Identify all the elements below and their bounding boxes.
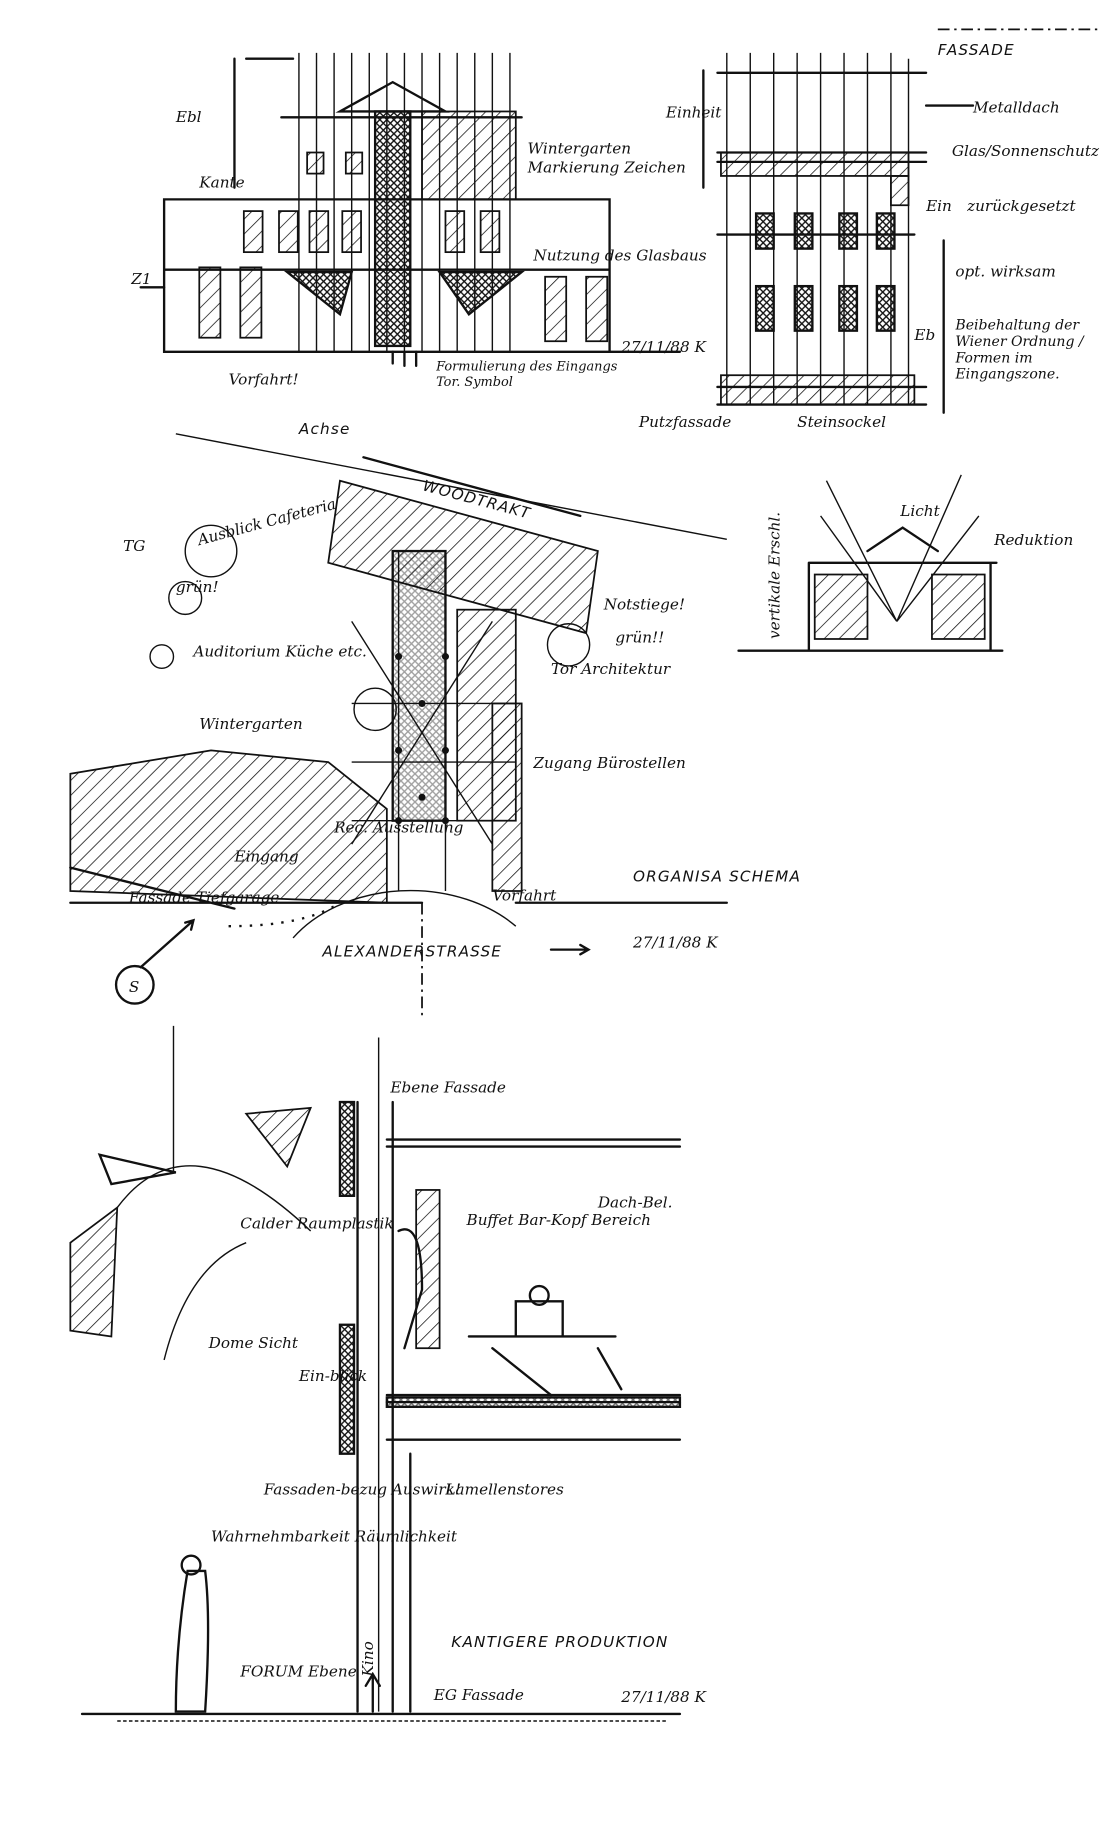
label-ebene-fassade: Ebene Fassade xyxy=(389,1079,506,1097)
label-putzfassade: Putzfassade xyxy=(638,413,731,431)
label-opt-wirksam: opt. wirksam xyxy=(955,263,1055,281)
label-nutzung: Nutzung des Glasbaus xyxy=(532,246,706,264)
label-steinsockel: Steinsockel xyxy=(797,413,886,431)
label-tor-architektur: Tor Architektur xyxy=(551,660,672,678)
label-licht: Licht xyxy=(899,502,940,520)
label-buffet: Buffet Bar-Kopf Bereich xyxy=(466,1211,651,1229)
label-ebl: Ebl xyxy=(175,108,202,126)
label-kante: Kante xyxy=(198,174,244,192)
date-stamp-middle: 27/11/88 K xyxy=(632,933,719,951)
small-section-sketch: Licht Reduktion vertikale Erschl. xyxy=(737,474,1073,652)
facade-elevation-sketch: FASSADE Einheit Metalldach Glas/Sonnensc… xyxy=(638,28,1102,431)
label-vorfahrt-plan: Vorfahrt xyxy=(492,886,557,904)
label-calder: Calder Raumplastik xyxy=(240,1215,393,1233)
label-wahrnehmbarkeit: Wahrnehmbarkeit Räumlichkeit xyxy=(211,1528,458,1546)
label-alexanderstrasse: ALEXANDERSTRASSE xyxy=(321,943,502,961)
label-forum-ebene: FORUM Ebene xyxy=(239,1662,356,1680)
label-auditorium: Auditorium Küche etc. xyxy=(191,643,366,661)
label-gruen-1: grün! xyxy=(176,578,219,596)
label-s: S xyxy=(129,978,139,996)
label-eg-fassade: EG Fassade xyxy=(433,1686,524,1704)
label-wintergarten: Wintergarten Markierung Zeichen xyxy=(527,140,704,179)
label-organisa-schema: ORGANISA SCHEMA xyxy=(633,868,801,886)
label-ein: Ein xyxy=(925,197,952,215)
label-lamellenstores: Lamellenstores xyxy=(444,1481,564,1499)
label-einheit: Einheit xyxy=(665,103,722,121)
label-fassadenbezug: Fassaden-bezug Auswirk! xyxy=(263,1481,461,1499)
label-vert-erschl: vertikale Erschl. xyxy=(766,512,784,639)
label-achse: Achse xyxy=(298,420,351,438)
label-eingang-plan: Eingang xyxy=(233,848,298,866)
label-tg: TG xyxy=(123,537,145,555)
label-eingang: Formulierung des Eingangs Tor. Symbol xyxy=(436,358,630,390)
facade-title: FASSADE xyxy=(938,41,1015,59)
label-metalldach: Metalldach xyxy=(972,99,1060,117)
date-stamp-bottom: 27/11/88 K xyxy=(620,1688,707,1706)
label-reduktion: Reduktion xyxy=(993,531,1073,549)
label-gruen-2: grün!! xyxy=(615,628,664,646)
label-ausblick: Ausblick Cafeteria xyxy=(194,495,338,550)
label-kantigere: KANTIGERE PRODUKTION xyxy=(451,1633,668,1651)
date-stamp-top: 27/11/88 K xyxy=(620,338,707,356)
label-vorfahrt: Vorfahrt! xyxy=(229,371,299,389)
label-zurueckgesetzt: zurückgesetzt xyxy=(966,197,1076,215)
label-kino: Kino xyxy=(359,1641,377,1677)
label-z1: Z1 xyxy=(130,270,151,288)
front-elevation-sketch: Ebl Kante Z1 Wintergarten Markierung Zei… xyxy=(130,52,707,390)
label-dach-bel: Dach-Bel. xyxy=(597,1194,673,1212)
label-ausstellung: Rec. Ausstellung xyxy=(333,818,464,836)
site-plan-sketch: Achse WOODTRAKT Ausblick Cafeteria grün!… xyxy=(69,420,801,1020)
label-eb: Eb xyxy=(913,326,935,344)
label-notstiege: Notstiege! xyxy=(603,596,685,614)
label-zugang: Zugang Bürostellen xyxy=(532,754,685,772)
interior-section-sketch: Ebene Fassade Calder Raumplastik Buffet … xyxy=(69,1025,707,1722)
label-einblick: Ein-blick xyxy=(298,1367,367,1385)
label-sonnenschutz: Glas/Sonnenschutz xyxy=(952,142,1100,160)
label-dome-sicht: Dome Sicht xyxy=(208,1334,299,1352)
label-fassade-tg: Fassade Tiefgarage xyxy=(128,889,279,907)
label-wintergarten-plan: Wintergarten xyxy=(199,715,302,733)
label-beibehaltung: Beibehaltung der Wiener Ordnung / Formen… xyxy=(955,316,1084,383)
